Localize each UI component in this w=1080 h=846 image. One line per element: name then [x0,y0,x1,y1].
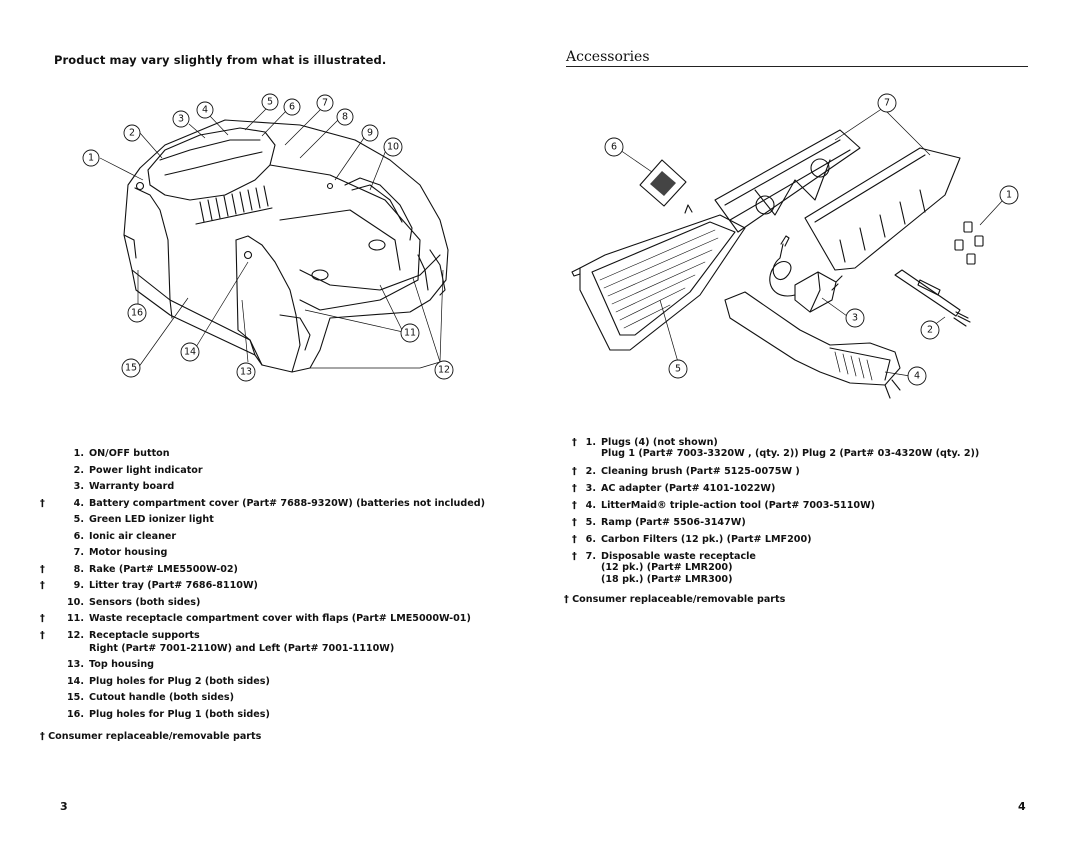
callout-5: 5 [261,93,279,111]
accessories-heading: Accessories [566,49,650,65]
accessories-list-item: †5.Ramp (Part# 5506-3147W) [572,517,746,528]
callout-2: 2 [920,320,940,340]
svg-text:7: 7 [884,98,890,109]
svg-text:1: 1 [88,153,94,164]
callout-3: 3 [845,308,865,328]
plugs-group [954,221,984,265]
callout-13: 13 [236,362,256,382]
parts-list-item: †8.Rake (Part# LME5500W-02) [40,563,238,575]
callout-3: 3 [172,110,190,128]
accessories-list: †1.Plugs (4) (not shown) Plug 1 (Part# 7… [564,434,1064,589]
parts-list-item: 5.Green LED ionizer light [73,514,214,525]
callout-4: 4 [907,366,927,386]
svg-text:15: 15 [125,363,137,374]
parts-list-item: †12.Receptacle supports [40,629,200,641]
accessories-list-item: †4.LitterMaid® triple-action tool (Part#… [572,500,876,511]
parts-list-item: 7.Motor housing [73,547,168,558]
heading-divider [566,66,1028,67]
callout-6: 6 [604,137,624,157]
callout-6: 6 [283,98,301,116]
callout-5: 5 [668,359,688,379]
litter-box-callouts: 1 2 3 4 5 6 7 8 9 10 11 12 13 14 15 16 [82,93,454,382]
svg-text:3: 3 [852,313,858,324]
accessories-list-item: †7.Disposable waste receptacle [572,551,756,562]
callout-7: 7 [877,93,897,113]
accessories-list-item-detail: (12 pk.) (Part# LMR200) [601,562,733,573]
parts-list-item-detail: Right (Part# 7001-2110W) and Left (Part#… [89,643,395,654]
svg-text:1: 1 [1006,190,1012,201]
accessories-list-item-detail: (18 pk.) (Part# LMR300) [601,574,733,585]
parts-list-item: 14.Plug holes for Plug 2 (both sides) [67,675,270,687]
callout-8: 8 [336,108,354,126]
svg-text:2: 2 [129,128,135,139]
svg-text:9: 9 [367,128,373,139]
svg-text:8: 8 [342,112,348,123]
parts-list-item: 13.Top housing [67,659,155,670]
svg-text:3: 3 [178,114,184,125]
carbon-filter-texture [650,171,676,196]
callout-14: 14 [180,342,200,362]
parts-list-item: 6.Ionic air cleaner [73,530,177,542]
parts-list-item: 10.Sensors (both sides) [67,596,201,608]
parts-list-item: 2.Power light indicator [73,464,203,476]
callout-4: 4 [196,101,214,119]
replaceable-parts-footnote: † Consumer replaceable/removable parts [40,731,262,742]
svg-text:12: 12 [438,365,450,376]
svg-text:13: 13 [240,367,252,378]
parts-list-item: 15.Cutout handle (both sides) [67,692,235,703]
svg-text:11: 11 [404,328,416,339]
accessories-illustration: 1 2 3 4 5 6 7 [571,93,1019,399]
callout-10: 10 [383,137,403,157]
callout-9: 9 [361,124,379,142]
svg-text:4: 4 [914,371,920,382]
right-page: Accessories [540,0,1080,846]
parts-list-item: 16.Plug holes for Plug 1 (both sides) [67,708,270,720]
replaceable-parts-footnote: † Consumer replaceable/removable parts [564,594,786,605]
accessory-callouts: 1 2 3 4 5 6 7 [604,93,1019,386]
svg-text:14: 14 [184,347,196,358]
svg-text:5: 5 [675,364,681,375]
accessories-list-item: †1.Plugs (4) (not shown) [572,437,718,448]
callout-2: 2 [123,124,141,142]
left-page: Product may vary slightly from what is i… [38,53,518,813]
svg-text:4: 4 [202,105,208,116]
svg-text:16: 16 [131,308,143,319]
callout-16: 16 [127,303,147,323]
parts-list-item: †4.Battery compartment cover (Part# 7688… [40,497,485,509]
svg-text:5: 5 [267,97,273,108]
litter-box-illustration: 1 2 3 4 5 6 7 8 9 10 11 12 13 14 15 16 [82,93,454,382]
svg-text:6: 6 [289,102,295,113]
callout-15: 15 [121,358,141,378]
callout-11: 11 [400,323,420,343]
svg-text:10: 10 [387,142,399,153]
page-number: 3 [60,800,68,813]
svg-text:2: 2 [927,325,933,336]
svg-text:6: 6 [611,142,617,153]
accessories-list-item: †2.Cleaning brush (Part# 5125-0075W ) [572,466,800,477]
parts-list-item: †9.Litter tray (Part# 7686-8110W) [40,580,258,591]
accessories-list-item: †6.Carbon Filters (12 pk.) (Part# LMF200… [572,534,812,545]
illustration-disclaimer: Product may vary slightly from what is i… [54,53,387,67]
accessories-list-item: †3.AC adapter (Part# 4101-1022W) [572,483,776,494]
callout-1: 1 [82,149,100,167]
parts-list-item: †11.Waste receptacle compartment cover w… [40,613,471,624]
parts-list-item: 1.ON/OFF button [73,448,170,459]
parts-list-item: 3.Warranty board [73,481,175,492]
callout-7: 7 [316,94,334,112]
callout-12: 12 [434,360,454,380]
accessories-list-item-detail: Plug 1 (Part# 7003-3320W , (qty. 2)) Plu… [601,448,980,459]
svg-text:7: 7 [322,98,328,109]
parts-list: 1.ON/OFF button 2.Power light indicator … [38,446,518,723]
callout-1: 1 [999,185,1019,205]
page-number: 4 [1018,800,1026,813]
